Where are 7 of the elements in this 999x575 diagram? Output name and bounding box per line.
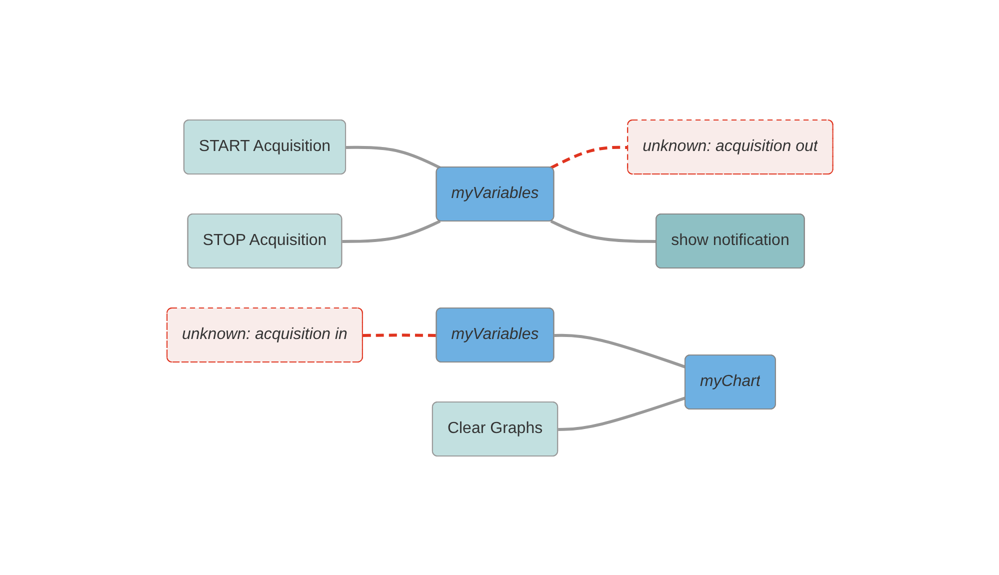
- connector: [558, 396, 686, 430]
- connector: [550, 145, 628, 169]
- connector: [550, 219, 656, 242]
- connector: [362, 333, 436, 336]
- connector: [554, 333, 686, 368]
- connector: [342, 219, 440, 242]
- connector: [346, 145, 440, 169]
